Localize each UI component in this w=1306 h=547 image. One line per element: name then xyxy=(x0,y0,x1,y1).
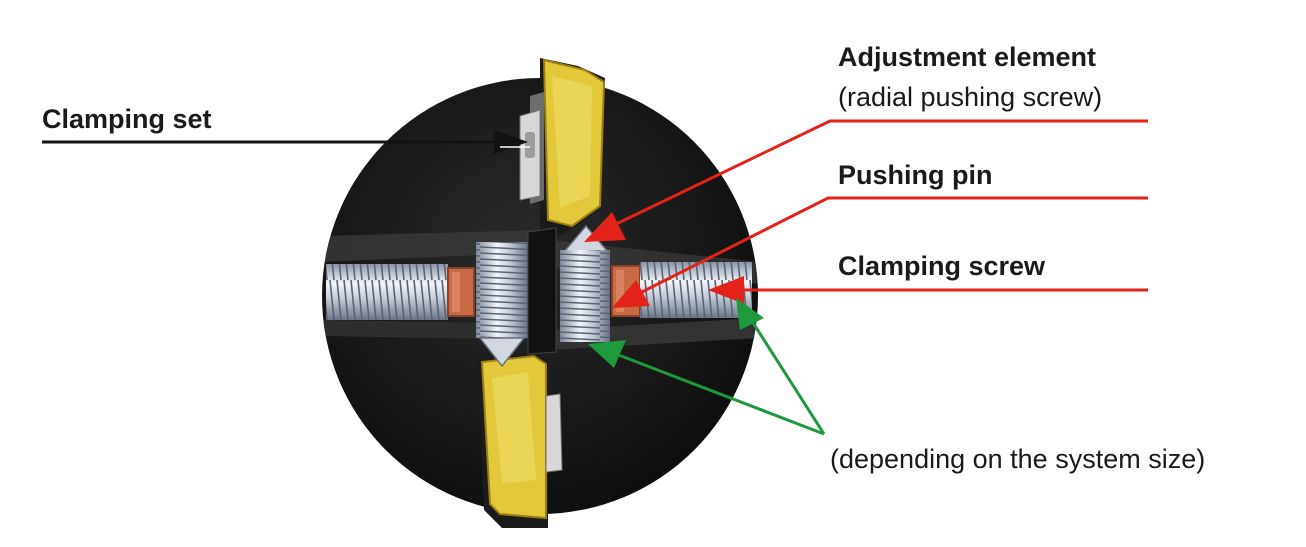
adjustment-element-label: Adjustment element xyxy=(838,42,1097,72)
center-block xyxy=(527,227,557,355)
green-leader-left xyxy=(615,352,825,436)
pushing-pin-arrowhead xyxy=(612,280,650,308)
pushing-pin-label: Pushing pin xyxy=(838,160,993,190)
pushing-pin-left xyxy=(447,267,475,317)
adjustment-element-leader xyxy=(611,119,1148,228)
adjustment-screw-left xyxy=(476,242,528,368)
pushing-pin-leader xyxy=(637,196,1148,296)
clamping-screw-label: Clamping screw xyxy=(838,251,1046,281)
carbide-insert-bottom xyxy=(478,352,563,528)
adjustment-screw-right xyxy=(560,224,610,342)
clamping-screw-arrowhead xyxy=(708,276,744,304)
clamping-set-arrowhead xyxy=(494,130,528,154)
leader-lines xyxy=(42,119,1148,436)
clamping-set-plate xyxy=(519,109,541,201)
green-leader-right xyxy=(748,317,826,435)
adjustment-element-sublabel: (radial pushing screw) xyxy=(838,82,1103,112)
green-arrowhead-right xyxy=(736,298,764,330)
clamping-screw-left xyxy=(326,264,448,320)
carbide-insert-top xyxy=(530,58,606,236)
green-arrowhead-left xyxy=(588,340,626,368)
system-size-note: (depending on the system size) xyxy=(830,444,1206,474)
adjustment-element-arrowhead xyxy=(584,212,626,242)
clamping-set-label: Clamping set xyxy=(42,104,212,134)
